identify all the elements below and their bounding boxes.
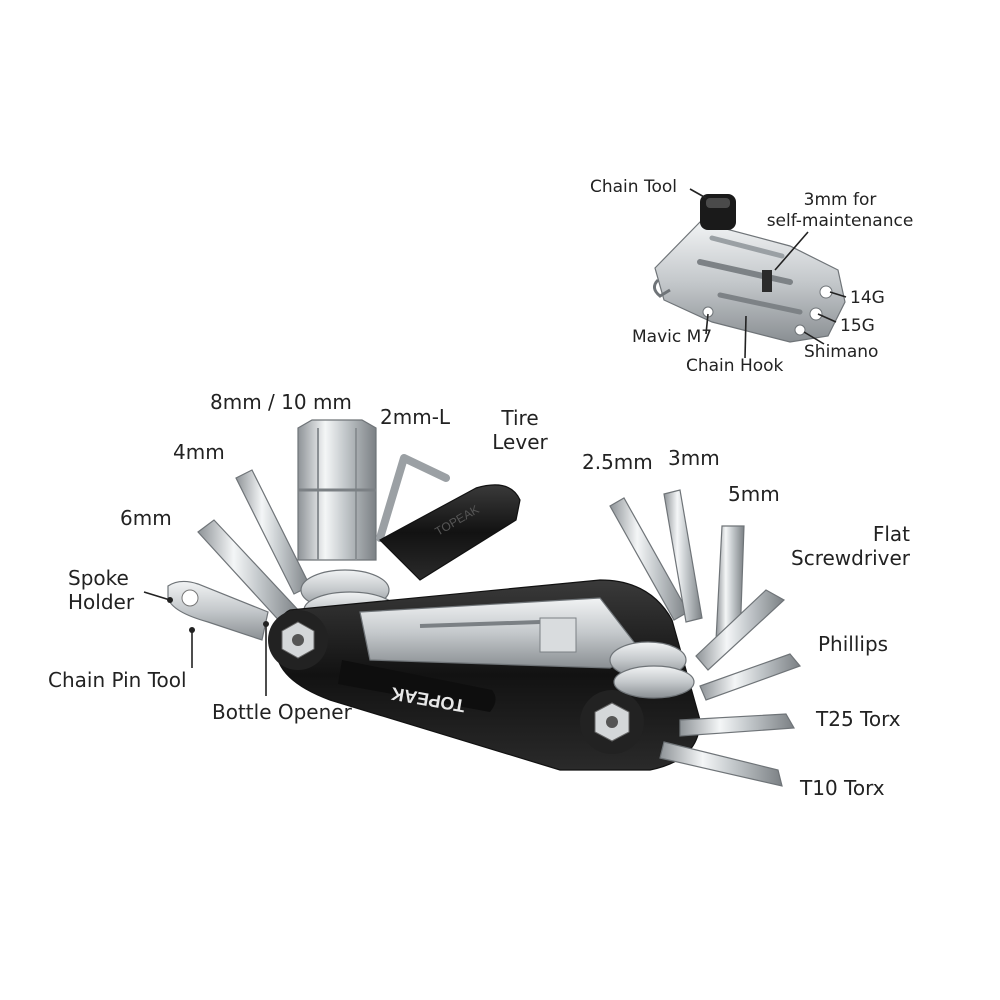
label-8mm-10mm: 8mm / 10 mm xyxy=(210,390,352,414)
label-chain-pin-tool: Chain Pin Tool xyxy=(48,668,187,692)
label-shimano: Shimano xyxy=(804,342,879,362)
label-mavic-m7: Mavic M7 xyxy=(632,327,713,347)
label-phillips: Phillips xyxy=(818,632,889,656)
left-tool-fan: TOPEAK xyxy=(167,419,521,641)
label-3mm: 3mm xyxy=(668,446,720,470)
right-tool-fan xyxy=(609,489,802,787)
label-14g: 14G xyxy=(850,288,885,308)
label-tire-lever: Tire Lever xyxy=(480,406,560,454)
label-15g: 15G xyxy=(840,316,875,336)
label-spoke-holder: Spoke Holder xyxy=(68,566,134,614)
label-spoke-holder-line2: Holder xyxy=(68,590,135,614)
label-spoke-holder-line1: Spoke xyxy=(68,566,129,590)
tool-body: TOPEAK xyxy=(268,579,701,771)
label-flat-line2: Screwdriver xyxy=(791,546,910,570)
label-flat-line1: Flat xyxy=(872,522,910,546)
label-t25-torx: T25 Torx xyxy=(816,707,901,731)
label-5mm: 5mm xyxy=(728,482,780,506)
label-2-5mm: 2.5mm xyxy=(582,450,653,474)
label-flat-screwdriver: Flat Screwdriver xyxy=(770,522,910,570)
chain-tool-inset xyxy=(653,194,846,343)
leader-lines xyxy=(143,188,847,696)
label-tire-lever-line2: Lever xyxy=(492,430,548,454)
label-t10-torx: T10 Torx xyxy=(800,776,885,800)
label-6mm: 6mm xyxy=(120,506,172,530)
label-4mm: 4mm xyxy=(173,440,225,464)
label-bottle-opener: Bottle Opener xyxy=(212,700,352,724)
label-2mm-l: 2mm-L xyxy=(380,405,451,429)
label-3mm-line2: self-maintenance xyxy=(766,211,914,231)
label-3mm-self-maintenance: 3mm for self-maintenance xyxy=(760,190,920,232)
label-chain-tool: Chain Tool xyxy=(590,177,677,197)
label-tire-lever-line1: Tire xyxy=(501,406,539,430)
label-3mm-line1: 3mm for xyxy=(803,190,877,210)
label-chain-hook: Chain Hook xyxy=(686,356,784,376)
